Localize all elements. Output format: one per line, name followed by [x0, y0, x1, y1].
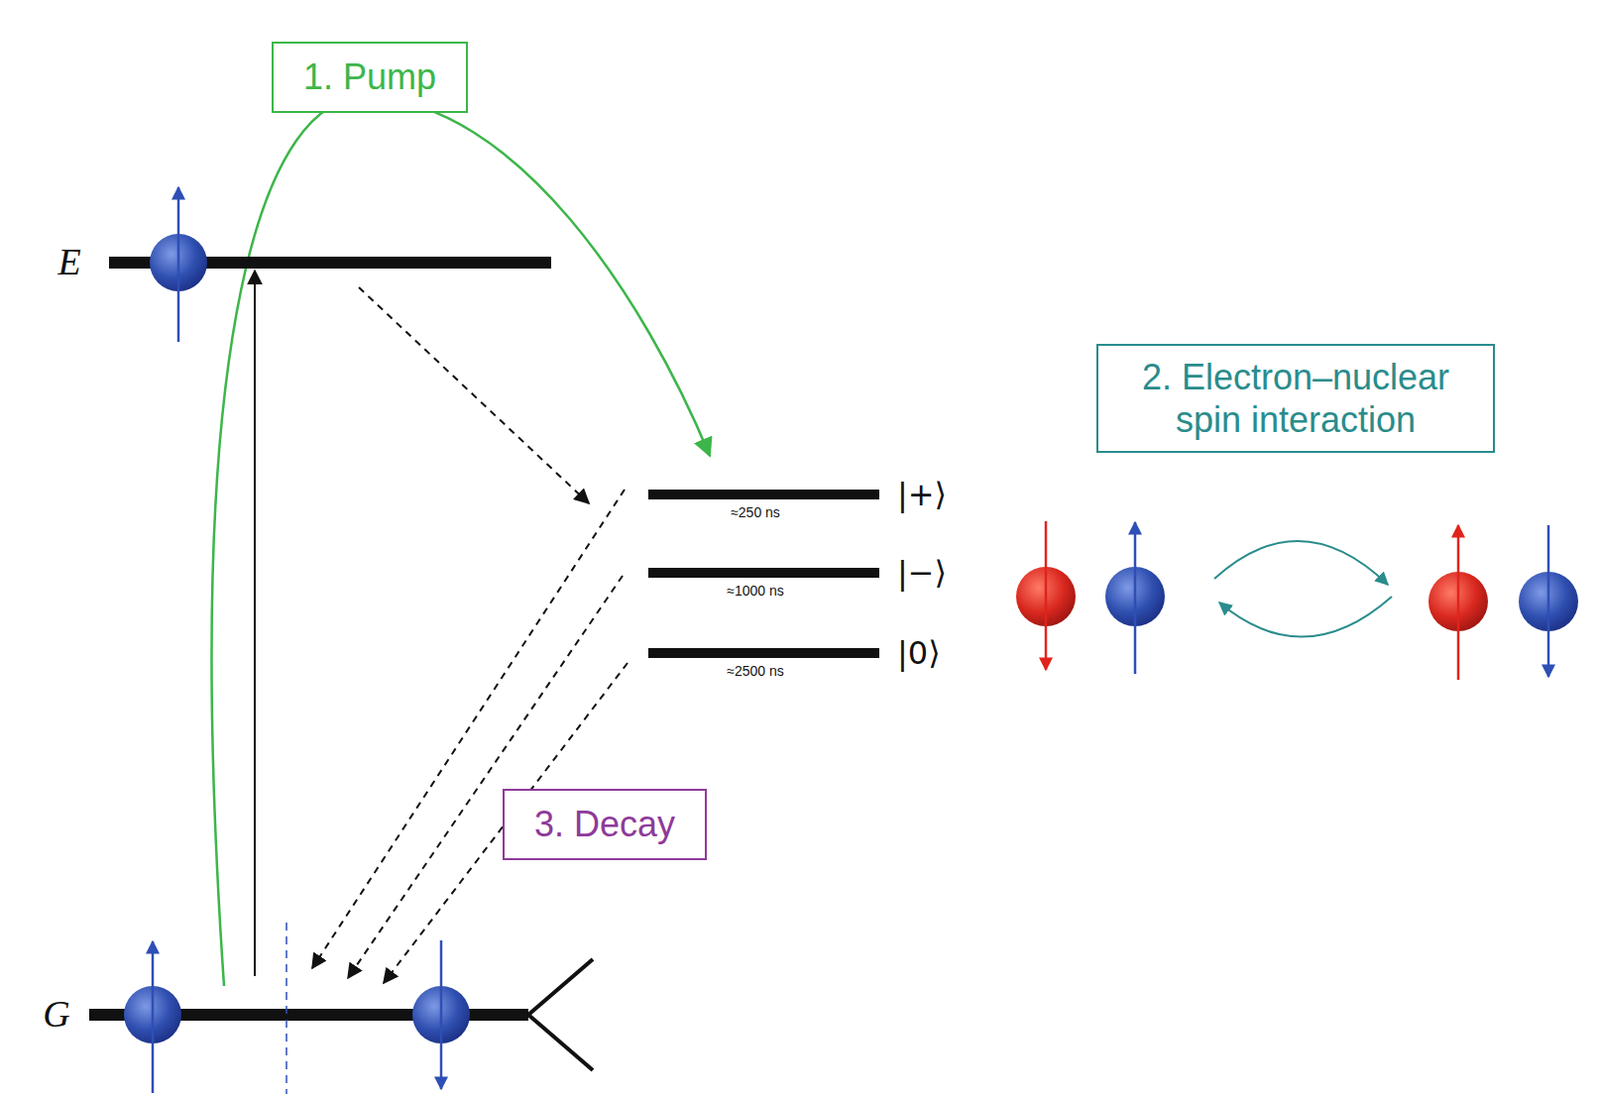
exchange-arrow	[1219, 596, 1392, 638]
separator-line	[285, 922, 288, 1095]
spin-arrow	[1044, 521, 1048, 671]
state-label: |+⟩	[897, 476, 947, 514]
sublevel-line	[648, 648, 880, 659]
level-name: G	[42, 993, 70, 1037]
step-box: 1. Pump	[271, 41, 468, 113]
sublevel-line	[648, 568, 880, 578]
step-text: 3. Decay	[534, 802, 676, 846]
level-fork	[528, 1015, 593, 1071]
exchange-arrow	[1214, 541, 1388, 585]
lifetime-label: ≈250 ns	[730, 504, 781, 521]
spin-arrow	[151, 941, 155, 1094]
excitation-arrow	[253, 270, 256, 977]
spin-arrow	[1134, 522, 1138, 675]
step-text: 2. Electron–nuclear spin interaction	[1116, 355, 1476, 442]
lifetime-label: ≈2500 ns	[726, 663, 785, 680]
sublevel-line	[648, 489, 880, 500]
spin-arrow	[440, 940, 444, 1090]
spin-arrow	[1547, 525, 1551, 678]
level-name: E	[57, 240, 81, 285]
step-box: 2. Electron–nuclear spin interaction	[1096, 343, 1495, 454]
state-label: |−⟩	[897, 555, 947, 592]
level-fork	[528, 959, 593, 1016]
spin-arrow	[1457, 525, 1461, 681]
spin-arrow	[177, 187, 181, 343]
step-box: 3. Decay	[502, 789, 707, 860]
lifetime-label: ≈1000 ns	[726, 582, 785, 599]
step-text: 1. Pump	[303, 55, 437, 99]
pump-curve	[212, 97, 710, 987]
relaxation-arrow	[358, 287, 589, 504]
state-label: |0⟩	[897, 635, 941, 673]
decay-arrow	[347, 575, 623, 979]
